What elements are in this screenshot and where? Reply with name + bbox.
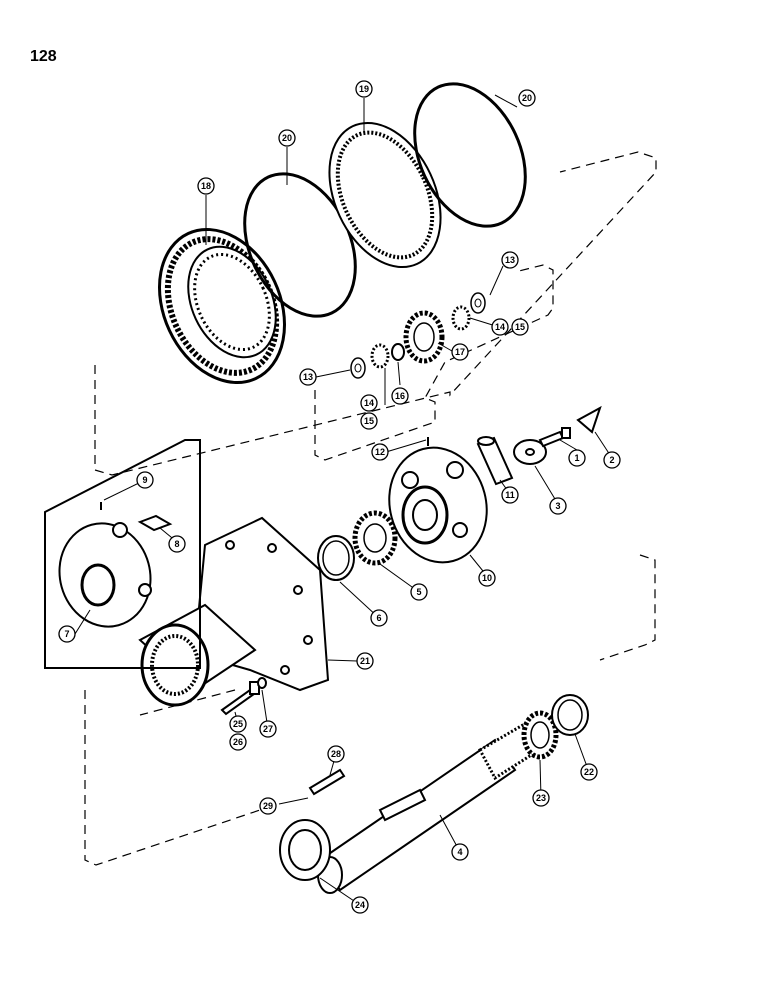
svg-text:15: 15 [515,322,525,332]
assembly-dashed-outlines [84,151,657,866]
svg-text:9: 9 [142,475,147,485]
planet-gear-group [350,292,486,379]
callout-10: 10 [478,569,496,587]
svg-text:19: 19 [359,84,369,94]
svg-text:27: 27 [263,724,273,734]
inset-box [44,439,201,669]
callout-15-lower: 15 [360,412,378,430]
callout-20-left: 20 [278,129,296,147]
svg-text:24: 24 [355,900,365,910]
svg-text:7: 7 [64,629,69,639]
callout-leader-lines [74,94,613,906]
svg-text:25: 25 [233,719,243,729]
planet-carrier [388,446,488,564]
callout-18: 18 [197,177,215,195]
shaft-bearing-parts [279,694,589,881]
callout-13-upper: 13 [501,251,519,269]
svg-text:15: 15 [364,416,374,426]
carrier-housing [138,516,330,707]
svg-text:13: 13 [505,255,515,265]
axle-shaft [317,712,558,894]
svg-text:17: 17 [455,347,465,357]
ring-gear [158,227,286,385]
svg-text:20: 20 [522,93,532,103]
callout-6: 6 [370,609,388,627]
callout-29: 29 [259,797,277,815]
callout-23: 23 [532,789,550,807]
svg-text:3: 3 [555,501,560,511]
callouts: 1 2 3 4 5 6 7 8 9 10 11 12 13 13 14 14 1… [58,80,621,914]
svg-text:21: 21 [360,656,370,666]
callout-8: 8 [168,535,186,553]
bolt-and-washer [220,677,267,716]
callout-21: 21 [356,652,374,670]
callout-24: 24 [351,896,369,914]
svg-text:8: 8 [174,539,179,549]
bearing-cone-and-cup [317,510,398,581]
callout-26: 26 [229,733,247,751]
svg-text:18: 18 [201,181,211,191]
callout-28: 28 [327,745,345,763]
pin-and-fastener-parts [427,405,602,486]
callout-25: 25 [229,715,247,733]
callout-22: 22 [580,763,598,781]
callout-3: 3 [549,497,567,515]
svg-text:10: 10 [482,573,492,583]
callout-16: 16 [391,387,409,405]
svg-text:29: 29 [263,801,273,811]
callout-27: 27 [259,720,277,738]
callout-7: 7 [58,625,76,643]
svg-text:5: 5 [416,587,421,597]
svg-text:1: 1 [574,453,579,463]
svg-text:28: 28 [331,749,341,759]
callout-9: 9 [136,471,154,489]
svg-text:11: 11 [505,490,515,500]
callout-14-lower: 14 [360,394,378,412]
callout-17: 17 [451,343,469,361]
callout-15-upper: 15 [511,318,529,336]
o-ring-right [413,82,527,228]
svg-text:20: 20 [282,133,292,143]
callout-4: 4 [451,843,469,861]
svg-text:16: 16 [395,391,405,401]
svg-text:12: 12 [375,447,385,457]
callout-1: 1 [568,449,586,467]
callout-2: 2 [603,451,621,469]
clutch-plate [328,121,442,269]
svg-text:14: 14 [495,322,505,332]
svg-text:6: 6 [376,613,381,623]
svg-text:2: 2 [609,455,614,465]
callout-5: 5 [410,583,428,601]
page-number: 128 [30,48,57,65]
svg-text:4: 4 [457,847,462,857]
svg-text:22: 22 [584,767,594,777]
svg-text:13: 13 [303,372,313,382]
svg-text:26: 26 [233,737,243,747]
svg-text:14: 14 [364,398,374,408]
callout-19: 19 [355,80,373,98]
callout-20-right: 20 [518,89,536,107]
svg-text:23: 23 [536,793,546,803]
callout-11: 11 [501,486,519,504]
callout-14-upper: 14 [491,318,509,336]
callout-12: 12 [371,443,389,461]
callout-13-lower: 13 [299,368,317,386]
